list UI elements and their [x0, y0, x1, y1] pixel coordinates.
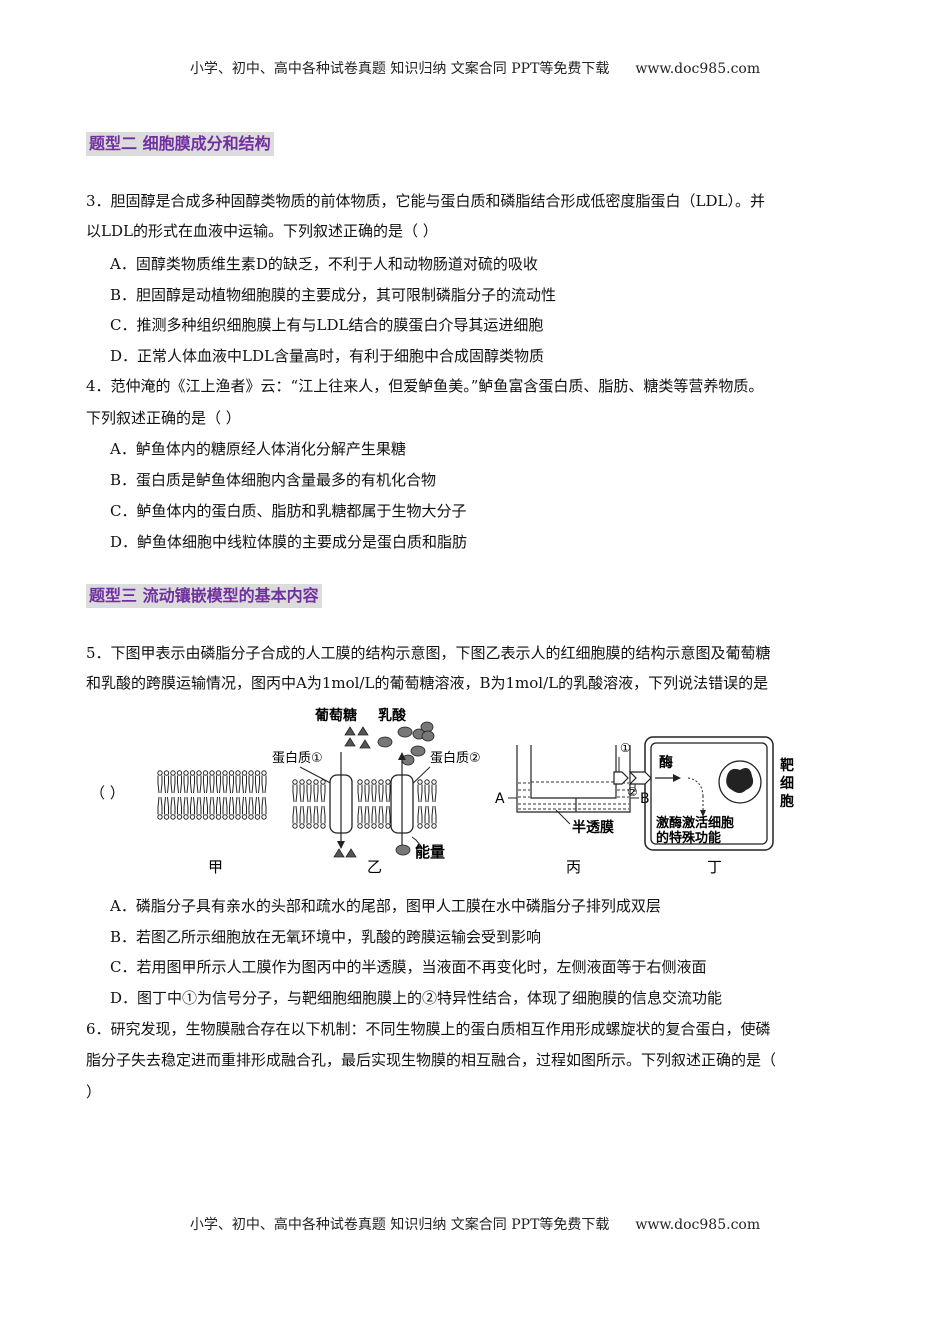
signal-molecule-1: ① — [620, 741, 631, 755]
q5-option-d: D．图丁中①为信号分子，与靶细胞细胞膜上的②特异性结合，体现了细胞膜的信息交流功… — [110, 989, 723, 1007]
receptor-2: ② — [627, 785, 638, 799]
q3-option-d: D．正常人体血液中LDL含量高时，有利于细胞中合成固醇类物质 — [110, 347, 544, 365]
target-cell-membrane — [650, 742, 768, 845]
footer-url[interactable]: www.doc985.com — [635, 1217, 761, 1233]
q3-option-c: C．推测多种组织细胞膜上有与LDL结合的膜蛋白介导其运进细胞 — [110, 316, 544, 334]
q5-answer-blank: （ ） — [90, 784, 125, 802]
q4-option-c: C．鲈鱼体内的蛋白质、脂肪和乳糖都属于生物大分子 — [110, 502, 467, 520]
target-cell-outer — [644, 736, 774, 851]
footer-text: 小学、初中、高中各种试卷真题 知识归纳 文案合同 PPT等免费下载 — [189, 1217, 610, 1233]
protein1-label: 蛋白质① — [272, 750, 323, 766]
panel-label-jia: 甲 — [208, 858, 223, 876]
q6-line-1: 6．研究发现，生物膜融合存在以下机制：不同生物膜上的蛋白质相互作用形成螺旋状的复… — [86, 1020, 771, 1038]
q6-line-3: ） — [86, 1083, 102, 1101]
receptor-shape — [628, 771, 652, 785]
target-label-1: 靶 — [780, 757, 794, 774]
label-A: A — [495, 791, 505, 807]
panel-jia-bilayer — [157, 770, 267, 820]
glucose-molecules — [333, 726, 371, 858]
q6-line-2: 脂分子失去稳定进而重排形成融合孔，最后实现生物膜的相互融合，过程如图所示。下列叙… — [86, 1051, 777, 1069]
panel-label-yi: 乙 — [367, 858, 382, 876]
panel-label-bing: 丙 — [566, 858, 581, 876]
page-header: 小学、初中、高中各种试卷真题 知识归纳 文案合同 PPT等免费下载 www.doc… — [0, 58, 950, 78]
lactic-acid-label: 乳酸 — [378, 707, 407, 724]
q4-option-b: B．蛋白质是鲈鱼体细胞内含量最多的有机化合物 — [110, 471, 437, 489]
page-footer: 小学、初中、高中各种试卷真题 知识归纳 文案合同 PPT等免费下载 www.doc… — [0, 1214, 950, 1234]
semipermeable-membrane-label: 半透膜 — [572, 819, 614, 836]
q5-option-a: A．磷脂分子具有亲水的头部和疏水的尾部，图甲人工膜在水中磷脂分子排列成双层 — [110, 897, 661, 915]
protein2-label: 蛋白质② — [430, 750, 481, 766]
q3-line-2: 以LDL的形式在血液中运输。下列叙述正确的是（ ） — [86, 222, 438, 240]
q3-option-b: B．胆固醇是动植物细胞膜的主要成分，其可限制磷脂分子的流动性 — [110, 286, 557, 304]
u-tube — [516, 745, 631, 813]
q5-option-c: C．若用图甲所示人工膜作为图丙中的半透膜，当液面不再变化时，左侧液面等于右侧液面 — [110, 958, 707, 976]
glucose-label: 葡萄糖 — [314, 707, 357, 724]
q4-option-d: D．鲈鱼体细胞中线粒体膜的主要成分是蛋白质和脂肪 — [110, 533, 468, 551]
target-label-3: 胞 — [779, 793, 794, 810]
q5-line-2: 和乳酸的跨膜运输情况，图丙中A为1mol/L的葡萄糖溶液，B为1mol/L的乳酸… — [86, 674, 769, 692]
target-label-2: 细 — [780, 775, 794, 792]
signal-molecule-shape — [613, 771, 629, 785]
q3-option-a: A．固醇类物质维生素D的缺乏，不利于人和动物肠道对硫的吸收 — [110, 255, 538, 273]
q5-option-b: B．若图乙所示细胞放在无氧环境中，乳酸的跨膜运输会受到影响 — [110, 928, 542, 946]
section-title-2: 题型二 细胞膜成分和结构 — [86, 132, 274, 156]
panel-label-ding: 丁 — [707, 858, 722, 876]
q5-line-1: 5．下图甲表示由磷脂分子合成的人工膜的结构示意图，下图乙表示人的红细胞膜的结构示… — [86, 644, 771, 662]
kinase-text-2: 的特殊功能 — [656, 830, 721, 846]
q4-line-1: 4．范仲淹的《江上渔者》云：“江上往来人，但爱鲈鱼美。”鲈鱼富含蛋白质、脂肪、糖… — [86, 377, 764, 395]
section-title-3: 题型三 流动镶嵌模型的基本内容 — [86, 584, 322, 608]
energy-label: 能量 — [415, 843, 445, 861]
q4-option-a: A．鲈鱼体内的糖原经人体消化分解产生果糖 — [110, 440, 406, 458]
q5-figure: 甲 葡萄糖 乳酸 蛋白质① 蛋白质② 能量 乙 — [90, 700, 820, 882]
header-url[interactable]: www.doc985.com — [635, 61, 761, 77]
lactic-acid-molecules — [377, 721, 435, 856]
enzyme-label: 酶 — [659, 754, 673, 771]
kinase-text-1: 激酶激活细胞 — [656, 815, 734, 831]
solution-levels — [518, 781, 629, 810]
header-text: 小学、初中、高中各种试卷真题 知识归纳 文案合同 PPT等免费下载 — [189, 61, 610, 77]
q4-line-2: 下列叙述正确的是（ ） — [86, 409, 241, 427]
q3-line-1: 3．胆固醇是合成多种固醇类物质的前体物质，它能与蛋白质和磷脂结合形成低密度脂蛋白… — [86, 192, 765, 210]
